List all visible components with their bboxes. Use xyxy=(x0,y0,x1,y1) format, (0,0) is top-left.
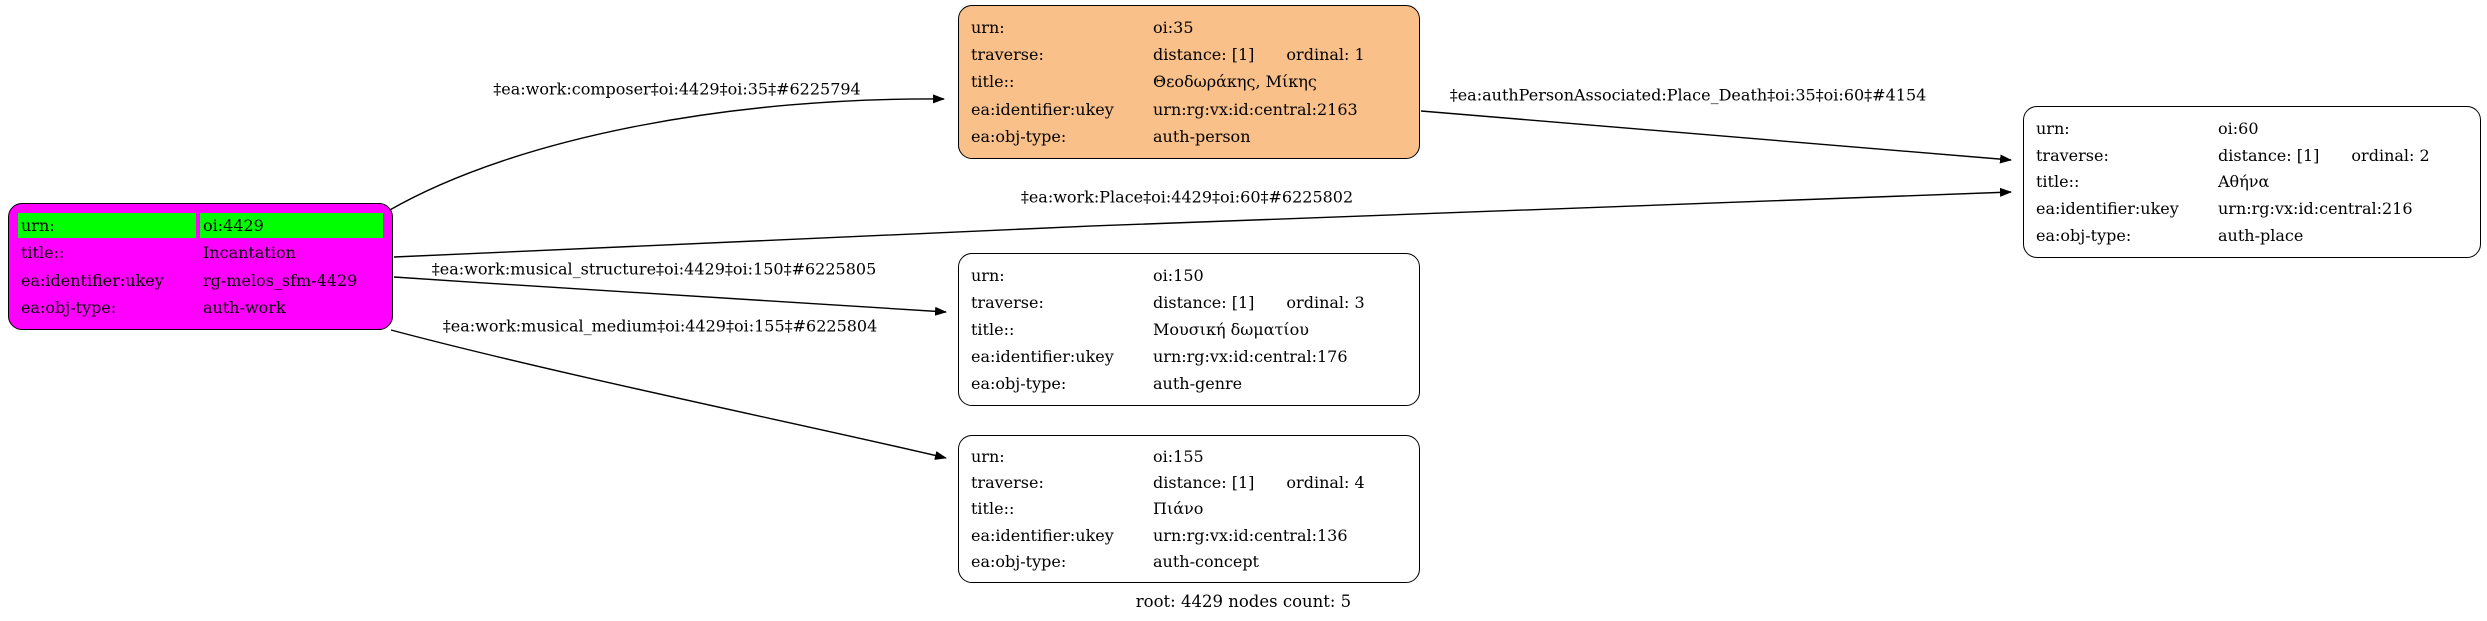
node-concept-oi155[interactable]: urn: oi:155 traverse: distance: [1] ordi… xyxy=(958,435,1420,583)
field-label: traverse: xyxy=(971,293,1044,312)
graph-caption: root: 4429 nodes count: 5 xyxy=(1135,592,1352,611)
traverse-ordinal: ordinal: 3 xyxy=(1286,293,1365,312)
field-value: Θεοδωράκης, Μίκης xyxy=(1153,72,1317,92)
edge-label-musical-structure: ‡ea:work:musical_structure‡oi:4429‡oi:15… xyxy=(431,259,877,279)
field-label: traverse: xyxy=(971,473,1044,493)
field-value: oi:150 xyxy=(1153,266,1204,285)
field-label: ea:identifier:ukey xyxy=(971,99,1114,119)
node-row: title:: Μουσική δωματίου xyxy=(968,317,1410,342)
field-value: distance: [1] ordinal: 2 xyxy=(2215,143,2471,168)
traverse-distance: distance: [1] xyxy=(1153,293,1255,312)
node-row: ea:obj-type: auth-person xyxy=(968,124,1410,149)
edge-work-place xyxy=(393,187,2012,258)
traverse-ordinal: ordinal: 4 xyxy=(1286,473,1365,493)
field-label: traverse: xyxy=(2036,145,2109,165)
node-row: ea:obj-type: auth-place xyxy=(2033,223,2471,248)
traverse-distance: distance: [1] xyxy=(2218,145,2320,165)
field-value: Incantation xyxy=(203,243,296,263)
node-row: urn: oi:4429 xyxy=(18,213,383,239)
edge-label-work-place: ‡ea:work:Place‡oi:4429‡oi:60‡#6225802 xyxy=(1020,187,1354,207)
node-row: title:: Πιάνο xyxy=(968,496,1410,521)
field-label: urn: xyxy=(971,266,1005,285)
field-label: ea:identifier:ukey xyxy=(971,525,1114,545)
field-label: ea:obj-type: xyxy=(971,551,1067,571)
edge-musical-structure xyxy=(393,276,947,316)
field-label: ea:obj-type: xyxy=(971,126,1067,146)
node-row: ea:identifier:ukey urn:rg:vx:id:central:… xyxy=(968,97,1410,122)
field-label: ea:identifier:ukey xyxy=(971,347,1114,366)
node-work-oi4429[interactable]: urn: oi:4429 title:: Incantation ea:iden… xyxy=(8,203,393,330)
field-label: urn: xyxy=(18,213,196,239)
node-row: urn: oi:60 xyxy=(2033,116,2471,141)
field-value: urn:rg:vx:id:central:136 xyxy=(1153,525,1348,545)
edge-label-place-death: ‡ea:authPersonAssociated:Place_Death‡oi:… xyxy=(1449,85,1927,105)
field-value: distance: [1] ordinal: 1 xyxy=(1150,42,1410,67)
field-label: ea:identifier:ukey xyxy=(21,270,164,290)
edge-place-death xyxy=(1420,110,2012,164)
field-value: auth-place xyxy=(2218,226,2304,246)
field-value: Αθήνα xyxy=(2218,172,2270,192)
field-value: oi:35 xyxy=(1153,18,1194,38)
node-row: ea:obj-type: auth-concept xyxy=(968,549,1410,574)
node-row: traverse: distance: [1] ordinal: 2 xyxy=(2033,143,2471,168)
node-row: ea:obj-type: auth-genre xyxy=(968,371,1410,396)
field-value: urn:rg:vx:id:central:216 xyxy=(2218,199,2413,219)
node-row: traverse: distance: [1] ordinal: 3 xyxy=(968,290,1410,315)
node-row: urn: oi:35 xyxy=(968,15,1410,40)
node-row: title:: Αθήνα xyxy=(2033,169,2471,194)
edge-musical-medium xyxy=(390,329,947,460)
field-label: ea:identifier:ukey xyxy=(2036,199,2179,219)
node-genre-oi150[interactable]: urn: oi:150 traverse: distance: [1] ordi… xyxy=(958,253,1420,406)
node-row: ea:obj-type: auth-work xyxy=(18,295,383,320)
field-value: auth-genre xyxy=(1153,374,1243,393)
node-row: ea:identifier:ukey rg-melos_sfm-4429 xyxy=(18,268,383,293)
field-value: auth-concept xyxy=(1153,551,1259,571)
field-label: urn: xyxy=(971,447,1005,467)
field-value: auth-person xyxy=(1153,126,1251,146)
node-row: title:: Θεοδωράκης, Μίκης xyxy=(968,69,1410,94)
field-label: title:: xyxy=(971,499,1015,519)
field-label: title:: xyxy=(971,320,1015,339)
field-label: traverse: xyxy=(971,45,1044,65)
edge-label-musical-medium: ‡ea:work:musical_medium‡oi:4429‡oi:155‡#… xyxy=(442,316,878,336)
field-value: oi:4429 xyxy=(200,213,383,239)
traverse-ordinal: ordinal: 1 xyxy=(1286,45,1365,65)
node-row: urn: oi:150 xyxy=(968,263,1410,288)
field-label: ea:obj-type: xyxy=(21,297,117,317)
node-row: title:: Incantation xyxy=(18,240,383,265)
field-value: urn:rg:vx:id:central:2163 xyxy=(1153,99,1358,119)
field-value: Μουσική δωματίου xyxy=(1153,320,1309,339)
field-label: title:: xyxy=(2036,172,2080,192)
field-label: title:: xyxy=(971,72,1015,92)
node-row: traverse: distance: [1] ordinal: 4 xyxy=(968,470,1410,495)
node-row: ea:identifier:ukey urn:rg:vx:id:central:… xyxy=(2033,196,2471,221)
node-row: ea:identifier:ukey urn:rg:vx:id:central:… xyxy=(968,523,1410,548)
field-value: oi:60 xyxy=(2218,118,2259,138)
node-row: urn: oi:155 xyxy=(968,444,1410,469)
node-person-oi35[interactable]: urn: oi:35 traverse: distance: [1] ordin… xyxy=(958,5,1420,159)
edge-composer xyxy=(387,94,945,212)
node-row: ea:identifier:ukey urn:rg:vx:id:central:… xyxy=(968,344,1410,369)
field-label: ea:obj-type: xyxy=(971,374,1067,393)
edge-label-composer: ‡ea:work:composer‡oi:4429‡oi:35‡#6225794 xyxy=(493,79,861,99)
field-value: auth-work xyxy=(203,297,286,317)
field-label: title:: xyxy=(21,243,65,263)
traverse-distance: distance: [1] xyxy=(1153,473,1255,493)
field-label: urn: xyxy=(971,18,1005,38)
traverse-distance: distance: [1] xyxy=(1153,45,1255,65)
field-value: oi:155 xyxy=(1153,447,1204,467)
node-place-oi60[interactable]: urn: oi:60 traverse: distance: [1] ordin… xyxy=(2023,106,2481,258)
field-value: distance: [1] ordinal: 4 xyxy=(1150,470,1410,495)
field-value: Πιάνο xyxy=(1153,499,1204,519)
node-row: traverse: distance: [1] ordinal: 1 xyxy=(968,42,1410,67)
field-value: distance: [1] ordinal: 3 xyxy=(1150,290,1410,315)
field-value: rg-melos_sfm-4429 xyxy=(203,270,358,290)
field-value: urn:rg:vx:id:central:176 xyxy=(1153,347,1348,366)
field-label: urn: xyxy=(2036,118,2070,138)
field-label: ea:obj-type: xyxy=(2036,226,2132,246)
traverse-ordinal: ordinal: 2 xyxy=(2351,145,2430,165)
